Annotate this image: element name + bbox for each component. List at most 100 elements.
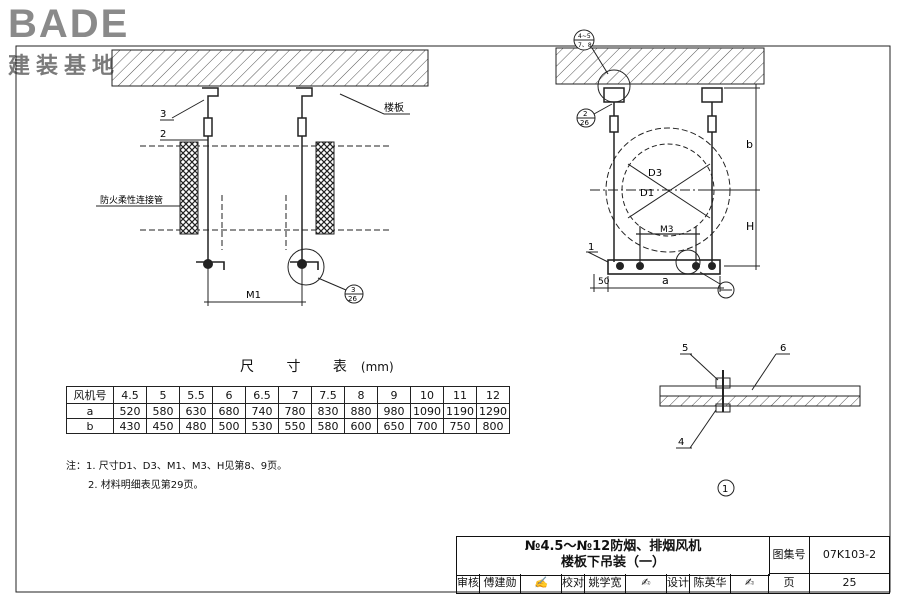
left-turnbuckle-2 [297,117,307,137]
size-table-cell: 1090 [410,403,444,419]
ref-top-den: 7、8 [578,42,592,49]
size-table-cell: 1190 [443,403,477,419]
label-ref-2: 2 [160,129,166,140]
size-table-cell: 880 [344,403,378,419]
size-table-title: 尺 寸 表(mm) [240,356,394,376]
size-table-unit: (mm) [360,360,394,374]
brand-subtitle: 建装基地 [8,54,121,79]
left-hanger-bracket-2 [296,87,313,118]
size-table-cell: 980 [377,403,411,419]
size-table-cell: 480 [179,418,213,434]
page-frame [15,45,891,593]
size-table-title-text: 尺 寸 表 [240,359,361,375]
check-name: 姚学宽 [585,574,626,593]
title-block-title: №4.5～№12防烟、排烟风机 楼板下吊装（一） [457,537,770,576]
brand-logo: BADE 建装基地 [8,4,178,84]
size-table-cell: 580 [146,403,180,419]
detail-view: 5 6 4 1 [659,343,861,497]
design-name: 陈英华 [690,574,731,593]
dim-m3: M3 [660,225,674,235]
detail-label-5: 5 [682,343,688,354]
right-hanger-top-2 [701,87,723,103]
size-table-cell: 450 [146,418,180,434]
review-signature: ✍ [521,574,562,593]
size-table-cell: 530 [245,418,279,434]
label-slab: 楼板 [384,101,404,114]
size-table-row-label: b [66,418,114,434]
check-signature: ✍ [626,574,667,593]
note-line-2: 2. 材料明细表见第29页。 [88,480,204,491]
left-view: M1 3 2 防火柔性连接管 楼板 3 26 [96,49,429,306]
size-table-cell: 500 [212,418,246,434]
size-table-col-header: 7.5 [311,386,345,404]
size-table-col-header: 10 [410,386,444,404]
base-channel [607,259,721,275]
right-ceiling-slab [555,47,765,85]
title-line-2: 楼板下吊装（一） [560,555,665,570]
size-table-cell: 680 [212,403,246,419]
title-block: №4.5～№12防烟、排烟风机 楼板下吊装（一） 图集号 07K103-2 审核… [456,536,890,594]
detail-label-4: 4 [678,437,684,448]
detail-callout-circle [287,248,325,286]
design-label: 设计 [667,574,690,593]
size-table-cell: 520 [113,403,147,419]
left-connector-block [179,141,199,235]
ref-3-26-num: 3 [351,286,355,294]
atlas-label: 图集号 [769,537,810,574]
dim-m1: M1 [246,290,261,301]
size-table-cell: 630 [179,403,213,419]
size-table-col-header: 6 [212,386,246,404]
label-ref-3: 3 [160,109,166,120]
note-line-1: 注：1. 尺寸D1、D3、M1、M3、H见第8、9页。 [66,461,288,472]
size-table-col-header: 8 [344,386,378,404]
size-table-col-header: 5 [146,386,180,404]
right-view: D3 D1 M3 [555,29,765,299]
size-table-col-header: 4.5 [113,386,147,404]
check-label: 校对 [562,574,585,593]
left-hanger-bracket-1 [202,87,219,118]
size-table-cell: 830 [311,403,345,419]
left-turnbuckle-1 [203,117,213,137]
dim-a: a [662,274,669,287]
atlas-value: 07K103-2 [810,537,889,574]
right-connector-block [315,141,335,235]
ref-2-26-num: 2 [583,110,587,118]
ref-top-num: 4~5 [578,33,591,40]
ref-2-26-den: 26 [580,119,589,127]
brand-name: BADE [8,2,130,46]
size-table-cell: 430 [113,418,147,434]
dim-b: b [746,138,753,151]
left-ceiling-slab [111,49,429,87]
title-line-1: №4.5～№12防烟、排烟风机 [524,539,702,554]
size-table-col-header: 11 [443,386,477,404]
dim-h: H [746,220,754,233]
size-table-cell: 550 [278,418,312,434]
label-ref-1: 1 [588,242,594,253]
size-table-col-header: 6.5 [245,386,279,404]
size-table-row-label: a [66,403,114,419]
design-signature: ✍ [731,574,769,593]
page-label: 页 [769,574,810,593]
detail-label-6: 6 [780,343,786,354]
dim-d3: D3 [648,168,662,179]
review-name: 傅建勋 [480,574,521,593]
size-table-col-header: 12 [476,386,510,404]
label-connector: 防火柔性连接管 [100,194,163,206]
notes: 注：1. 尺寸D1、D3、M1、M3、H见第8、9页。 2. 材料明细表见第29… [66,457,287,495]
size-table-cell: 800 [476,418,510,434]
dim-d1: D1 [640,188,654,199]
ref-3-26-den: 26 [348,295,357,303]
page-value: 25 [842,576,857,589]
size-table-cell: 580 [311,418,345,434]
size-table-cell: 1290 [476,403,510,419]
size-table-cell: 650 [377,418,411,434]
size-table-header-label: 风机号 [66,386,114,404]
review-label: 审核 [457,574,480,593]
size-table-cell: 780 [278,403,312,419]
size-table-cell: 740 [245,403,279,419]
